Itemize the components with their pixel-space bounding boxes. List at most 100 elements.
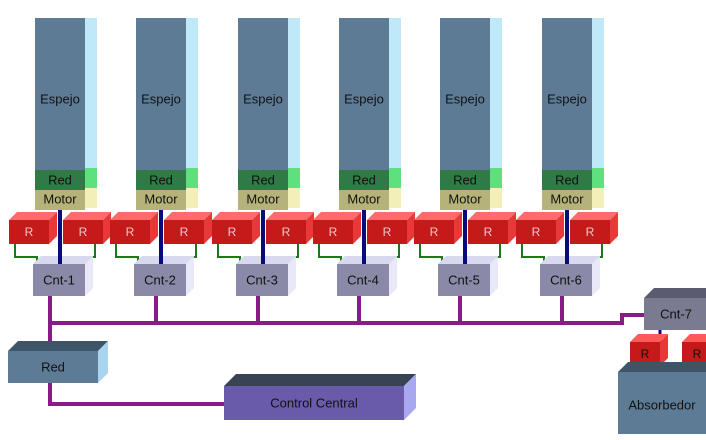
controller-box <box>337 256 397 296</box>
relay-wire-left <box>521 244 545 262</box>
controller-label: Cnt-1 <box>43 272 75 287</box>
relay-left-label: R <box>532 225 541 239</box>
relay-right <box>468 212 516 244</box>
relay-right-label: R <box>383 225 392 239</box>
relay-right <box>367 212 415 244</box>
controller-box <box>134 256 194 296</box>
relay-right-label: R <box>484 225 493 239</box>
relay-right-label: R <box>282 225 291 239</box>
relay-wire-left <box>115 244 139 262</box>
relay-left <box>110 212 158 244</box>
controller-label: Cnt-5 <box>448 272 480 287</box>
mirror-side <box>490 18 502 168</box>
mirror-panel <box>440 18 490 170</box>
mirror-label: Espejo <box>40 91 80 106</box>
motor-band <box>238 190 288 210</box>
red-band-label: Red <box>251 172 275 187</box>
motor-label: Motor <box>347 191 381 206</box>
relay-right-label: R <box>586 225 595 239</box>
bus-line <box>50 313 644 325</box>
motor-band <box>440 190 490 210</box>
mirror-side <box>592 18 604 168</box>
controller-label: Cnt-3 <box>246 272 278 287</box>
motor-band-side <box>490 188 502 208</box>
relay-left <box>516 212 564 244</box>
mirror-side <box>186 18 198 168</box>
network-box: Red <box>8 341 108 383</box>
relay-right-label: R <box>79 225 88 239</box>
relay-right-label: R <box>180 225 189 239</box>
relay-left-label: R <box>126 225 135 239</box>
motor-band-side <box>186 188 198 208</box>
controller-label: Cnt-6 <box>550 272 582 287</box>
red-band <box>238 170 288 190</box>
relay-wire-left <box>419 244 443 262</box>
motor-shaft <box>159 210 163 264</box>
cnt7-box <box>644 288 706 330</box>
mirror-panel <box>339 18 389 170</box>
motor-band <box>136 190 186 210</box>
red-band-side <box>186 168 198 188</box>
mirror-panel <box>238 18 288 170</box>
red-band <box>339 170 389 190</box>
motor-label: Motor <box>144 191 178 206</box>
motor-shaft <box>261 210 265 264</box>
red-band-label: Red <box>352 172 376 187</box>
relay-left-label: R <box>430 225 439 239</box>
relay-right <box>570 212 618 244</box>
mirror-panel <box>136 18 186 170</box>
motor-shaft <box>362 210 366 264</box>
mirror-side <box>85 18 97 168</box>
relay-left <box>212 212 260 244</box>
central-control-box: Control Central <box>224 374 416 420</box>
mirror-label: Espejo <box>344 91 384 106</box>
relay-left <box>414 212 462 244</box>
absorber-label: Absorbedor <box>628 397 696 412</box>
relay-left-label: R <box>329 225 338 239</box>
central-control-shape <box>224 374 416 420</box>
relay-wire-left <box>318 244 342 262</box>
red-band-label: Red <box>149 172 173 187</box>
red-band <box>542 170 592 190</box>
receiver-relay-right-label: R <box>693 347 702 361</box>
motor-label: Motor <box>246 191 280 206</box>
motor-shaft <box>565 210 569 264</box>
red-band <box>136 170 186 190</box>
relay-left <box>9 212 57 244</box>
relay-right <box>266 212 314 244</box>
receiver-relay-left-label: R <box>641 347 650 361</box>
motor-label: Motor <box>448 191 482 206</box>
relay-wire-left <box>14 244 38 262</box>
motor-band <box>339 190 389 210</box>
red-band-label: Red <box>453 172 477 187</box>
red-band-label: Red <box>48 172 72 187</box>
controller-box <box>438 256 498 296</box>
red-band <box>440 170 490 190</box>
relay-left-label: R <box>228 225 237 239</box>
motor-shaft <box>58 210 62 264</box>
motor-label: Motor <box>43 191 77 206</box>
motor-label: Motor <box>550 191 584 206</box>
network-box-label: Red <box>41 359 65 374</box>
network-box-shape <box>8 341 108 383</box>
relay-right <box>63 212 111 244</box>
central-control-label: Control Central <box>270 395 358 410</box>
motor-band-side <box>389 188 401 208</box>
red-band-side <box>592 168 604 188</box>
motor-band <box>542 190 592 210</box>
mirror-label: Espejo <box>243 91 283 106</box>
mirror-panel <box>35 18 85 170</box>
red-band <box>35 170 85 190</box>
motor-shaft <box>463 210 467 264</box>
controller-box <box>540 256 600 296</box>
motor-band <box>35 190 85 210</box>
relay-left-label: R <box>25 225 34 239</box>
